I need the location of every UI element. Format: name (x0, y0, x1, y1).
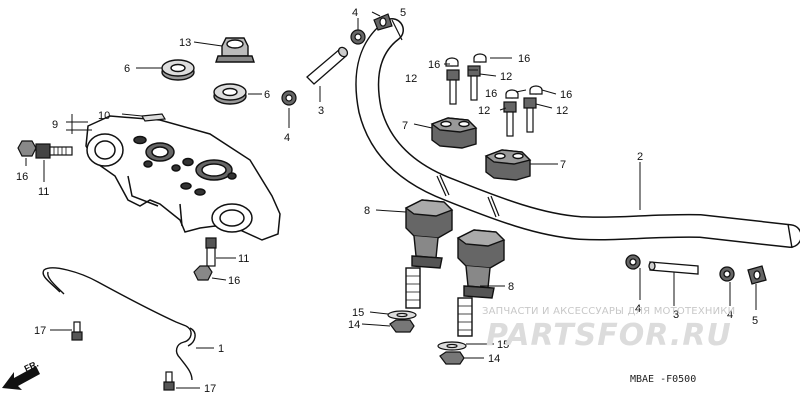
bolt-part[interactable] (446, 69, 460, 105)
callout-5: 5 (400, 7, 406, 19)
lock-nut-part[interactable] (281, 90, 297, 106)
washer-part[interactable] (387, 310, 417, 320)
callout-7: 7 (402, 120, 408, 132)
watermark-logo: PARTSFOR.RU (486, 318, 732, 353)
callout-9: 9 (52, 119, 58, 131)
end-weight-part[interactable] (747, 265, 767, 285)
leader-lines (25, 11, 757, 389)
callout-17: 17 (204, 383, 216, 395)
upper-holder-part[interactable] (430, 117, 478, 149)
callout-14: 14 (348, 319, 360, 331)
end-weight-part[interactable] (373, 13, 393, 31)
callout-12: 12 (478, 105, 490, 117)
washer-part[interactable] (161, 59, 195, 81)
handlebar-part[interactable] (355, 18, 800, 249)
callout-14: 14 (488, 353, 500, 365)
callout-4: 4 (284, 132, 290, 144)
callout-16: 16 (228, 275, 240, 287)
callout-15: 15 (352, 307, 364, 319)
bolt-part[interactable] (503, 101, 517, 137)
lower-holder-part[interactable] (456, 229, 506, 337)
nut-part[interactable] (389, 319, 415, 333)
callout-16: 16 (485, 88, 497, 100)
upper-holder-part[interactable] (484, 149, 532, 181)
callout-12: 12 (405, 73, 417, 85)
callout-12: 12 (500, 71, 512, 83)
lower-holder-part[interactable] (404, 199, 454, 309)
callout-6: 6 (264, 89, 270, 101)
bolt-part[interactable] (35, 143, 73, 159)
callout-12: 12 (556, 105, 568, 117)
top-bridge-part[interactable] (85, 115, 281, 241)
washer-part[interactable] (437, 341, 467, 351)
callout-10: 10 (98, 110, 110, 122)
callout-16: 16 (428, 59, 440, 71)
callout-7: 7 (560, 159, 566, 171)
bolt-part[interactable] (467, 65, 481, 101)
callout-6: 6 (124, 63, 130, 75)
callout-17: 17 (34, 325, 46, 337)
diagram-code: MBAE -F0500 (630, 374, 697, 385)
callout-1: 1 (218, 343, 224, 355)
callout-11: 11 (238, 253, 249, 265)
callout-3: 3 (318, 105, 324, 117)
nut-part[interactable] (439, 351, 465, 365)
callout-8: 8 (364, 205, 370, 217)
lock-nut-part[interactable] (719, 266, 735, 282)
screw-part[interactable] (163, 371, 175, 391)
lock-nut-part[interactable] (350, 29, 366, 45)
cap-part[interactable] (529, 85, 543, 95)
callout-labels: 4 5 13 6 6 3 4 10 9 16 11 16 16 12 12 16… (16, 7, 758, 395)
lock-nut-part[interactable] (625, 254, 641, 270)
cap-part[interactable] (17, 140, 37, 157)
bolt-part[interactable] (523, 97, 537, 133)
nut-part[interactable] (215, 37, 255, 63)
screw-part[interactable] (71, 321, 83, 341)
washer-part[interactable] (213, 83, 247, 105)
callout-8: 8 (508, 281, 514, 293)
bolt-part[interactable] (205, 237, 217, 267)
callout-11: 11 (38, 186, 49, 198)
callout-15: 15 (497, 339, 509, 351)
cable-part[interactable] (42, 267, 196, 381)
callout-4: 4 (635, 303, 641, 315)
watermark-tagline: ЗАПЧАСТИ И АКСЕССУАРЫ ДЛЯ МОТОТЕХНИКИ (482, 306, 736, 317)
callout-16: 16 (560, 89, 572, 101)
callout-3: 3 (673, 309, 679, 321)
callout-2: 2 (637, 151, 643, 163)
front-direction-arrow: FR. (2, 359, 40, 390)
callout-4: 4 (727, 309, 733, 321)
callout-13: 13 (179, 37, 191, 49)
cap-part[interactable] (473, 53, 487, 63)
weight-rod-part[interactable] (306, 46, 349, 85)
plate-part[interactable] (140, 113, 167, 122)
callout-5: 5 (752, 315, 758, 327)
cap-part[interactable] (193, 265, 213, 281)
callout-16: 16 (16, 171, 28, 183)
cap-part[interactable] (505, 89, 519, 99)
cap-part[interactable] (445, 57, 459, 67)
callout-16: 16 (518, 53, 530, 65)
callout-4: 4 (352, 7, 358, 19)
weight-rod-part[interactable] (648, 261, 699, 275)
